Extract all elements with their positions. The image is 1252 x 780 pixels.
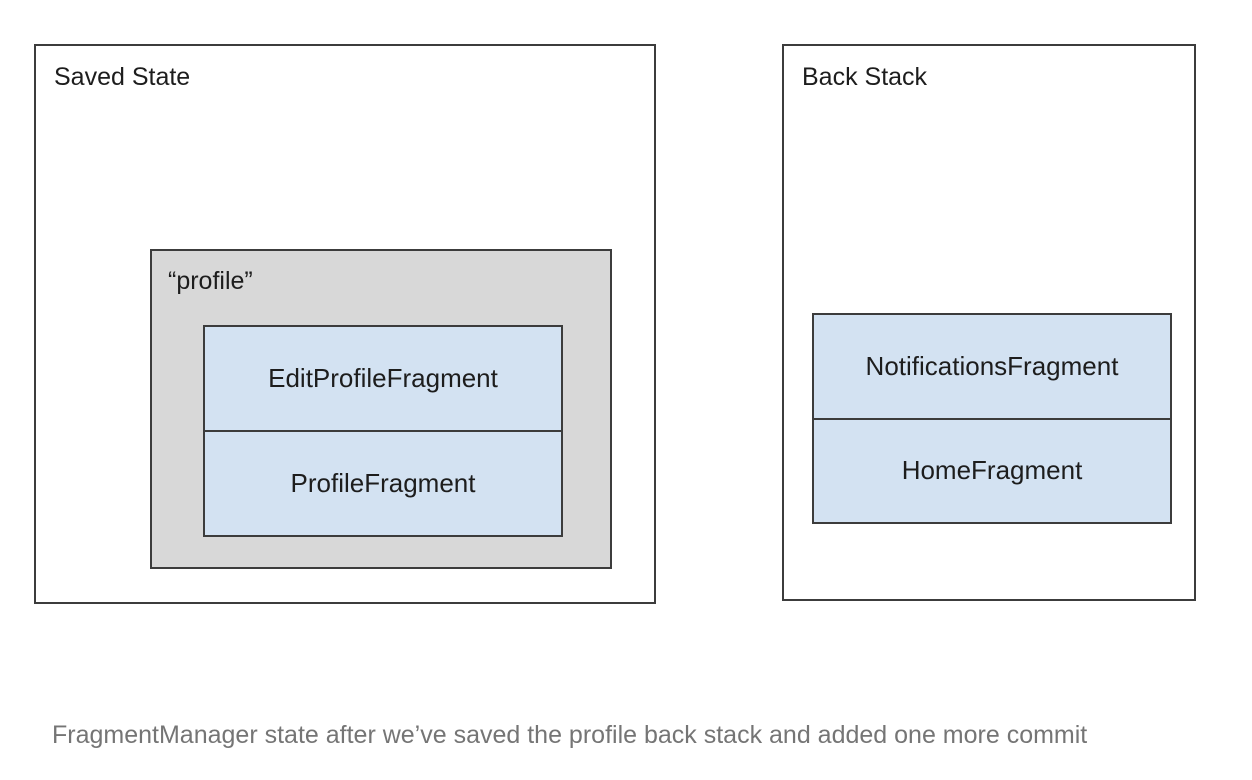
saved-state-title: Saved State [54, 63, 191, 91]
saved-state-panel: Saved State “profile” EditProfileFragmen… [34, 44, 656, 604]
profile-fragment-stack: EditProfileFragment ProfileFragment [203, 325, 563, 537]
back-stack-title: Back Stack [802, 63, 928, 91]
fragment-profile: ProfileFragment [205, 430, 561, 535]
fragment-notifications: NotificationsFragment [814, 315, 1170, 418]
diagram-caption: FragmentManager state after we’ve saved … [52, 721, 1088, 749]
fragment-edit-profile: EditProfileFragment [205, 327, 561, 430]
back-stack-panel: Back Stack NotificationsFragment HomeFra… [782, 44, 1196, 601]
fragment-home: HomeFragment [814, 417, 1170, 522]
profile-group-box: “profile” EditProfileFragment ProfileFra… [150, 249, 612, 569]
profile-group-label: “profile” [168, 267, 253, 295]
back-stack-fragment-stack: NotificationsFragment HomeFragment [812, 313, 1172, 524]
